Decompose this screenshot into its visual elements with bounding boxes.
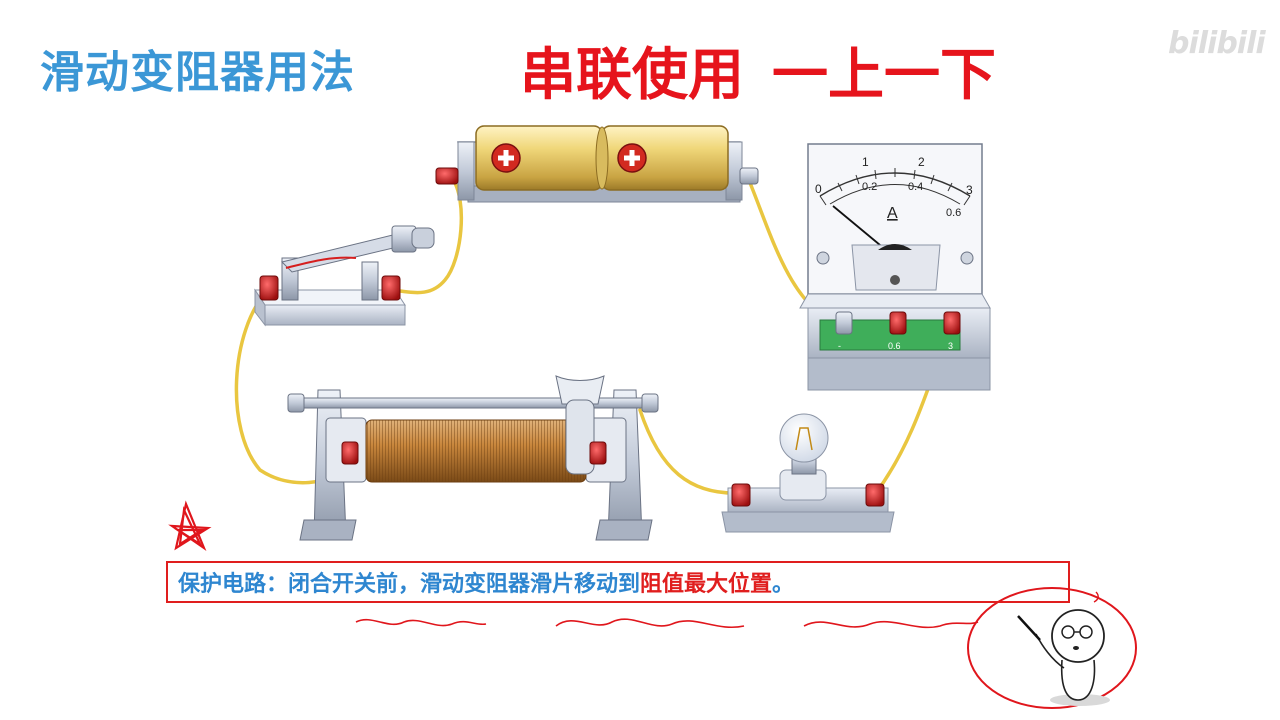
ammeter-terminal-label-neg: - bbox=[838, 341, 841, 351]
sliding-rheostat bbox=[287, 375, 659, 541]
lamp-terminal-left bbox=[731, 483, 751, 507]
wire-battery-to-switch bbox=[390, 176, 464, 295]
ammeter-scale-1: 1 bbox=[862, 155, 869, 169]
ammeter-scale-0-6: 0.6 bbox=[946, 207, 961, 219]
series-usage-heading: 串联使用一上一下 bbox=[520, 30, 996, 111]
protection-note-end: 。 bbox=[772, 572, 795, 597]
battery-terminal-red bbox=[435, 167, 459, 185]
battery-holder bbox=[435, 125, 759, 203]
series-usage-label: 串联使用 bbox=[520, 43, 744, 108]
pointer-stick bbox=[1017, 615, 1041, 641]
ammeter: 0 1 2 3 0.2 0.4 0.6 A - 0.6 3 bbox=[799, 143, 991, 391]
ammeter-scale-0-4: 0.4 bbox=[908, 181, 923, 193]
underline-squiggles bbox=[355, 618, 979, 629]
ammeter-unit-label: A bbox=[887, 205, 898, 222]
lamp-terminal-right bbox=[865, 483, 885, 507]
protection-note-highlight: 阻值最大位置 bbox=[640, 572, 773, 597]
ammeter-terminal-label-0-6: 0.6 bbox=[888, 341, 901, 351]
protection-note-text: 保护电路：闭合开关前，滑动变阻器滑片移动到 bbox=[178, 572, 641, 597]
ammeter-scale-3: 3 bbox=[966, 183, 973, 197]
lamp-holder bbox=[721, 413, 895, 533]
bilibili-watermark: bilibili bbox=[1168, 26, 1266, 61]
ammeter-terminal-label-3: 3 bbox=[948, 341, 953, 351]
ammeter-scale-0: 0 bbox=[815, 182, 822, 196]
ammeter-terminal-3 bbox=[943, 311, 961, 335]
one-up-one-down-label: 一上一下 bbox=[772, 43, 996, 108]
plus-icon bbox=[491, 143, 521, 173]
battery-terminal-metal bbox=[739, 167, 759, 185]
star-doodle-icon bbox=[168, 500, 212, 551]
protection-note-box: 保护电路：闭合开关前，滑动变阻器滑片移动到阻值最大位置。 bbox=[166, 561, 1070, 603]
page-title: 滑动变阻器用法 bbox=[40, 47, 355, 98]
rheostat-slider bbox=[555, 375, 605, 475]
wire-rheostat-to-lamp bbox=[638, 408, 742, 495]
ammeter-terminal-neg bbox=[835, 311, 853, 335]
knife-switch bbox=[254, 225, 435, 327]
ammeter-needle bbox=[832, 205, 887, 251]
lamp-bulb bbox=[779, 413, 829, 463]
ammeter-scale-0-2: 0.2 bbox=[862, 181, 877, 193]
plus-icon bbox=[617, 143, 647, 173]
rheostat-terminal-bottom-right bbox=[589, 441, 607, 465]
rheostat-terminal-bottom-left bbox=[341, 441, 359, 465]
ammeter-scale-2: 2 bbox=[918, 155, 925, 169]
ammeter-terminal-0-6 bbox=[889, 311, 907, 335]
switch-terminal-right bbox=[381, 275, 401, 301]
teacher-cartoon bbox=[967, 587, 1137, 709]
switch-terminal-left bbox=[259, 275, 279, 301]
